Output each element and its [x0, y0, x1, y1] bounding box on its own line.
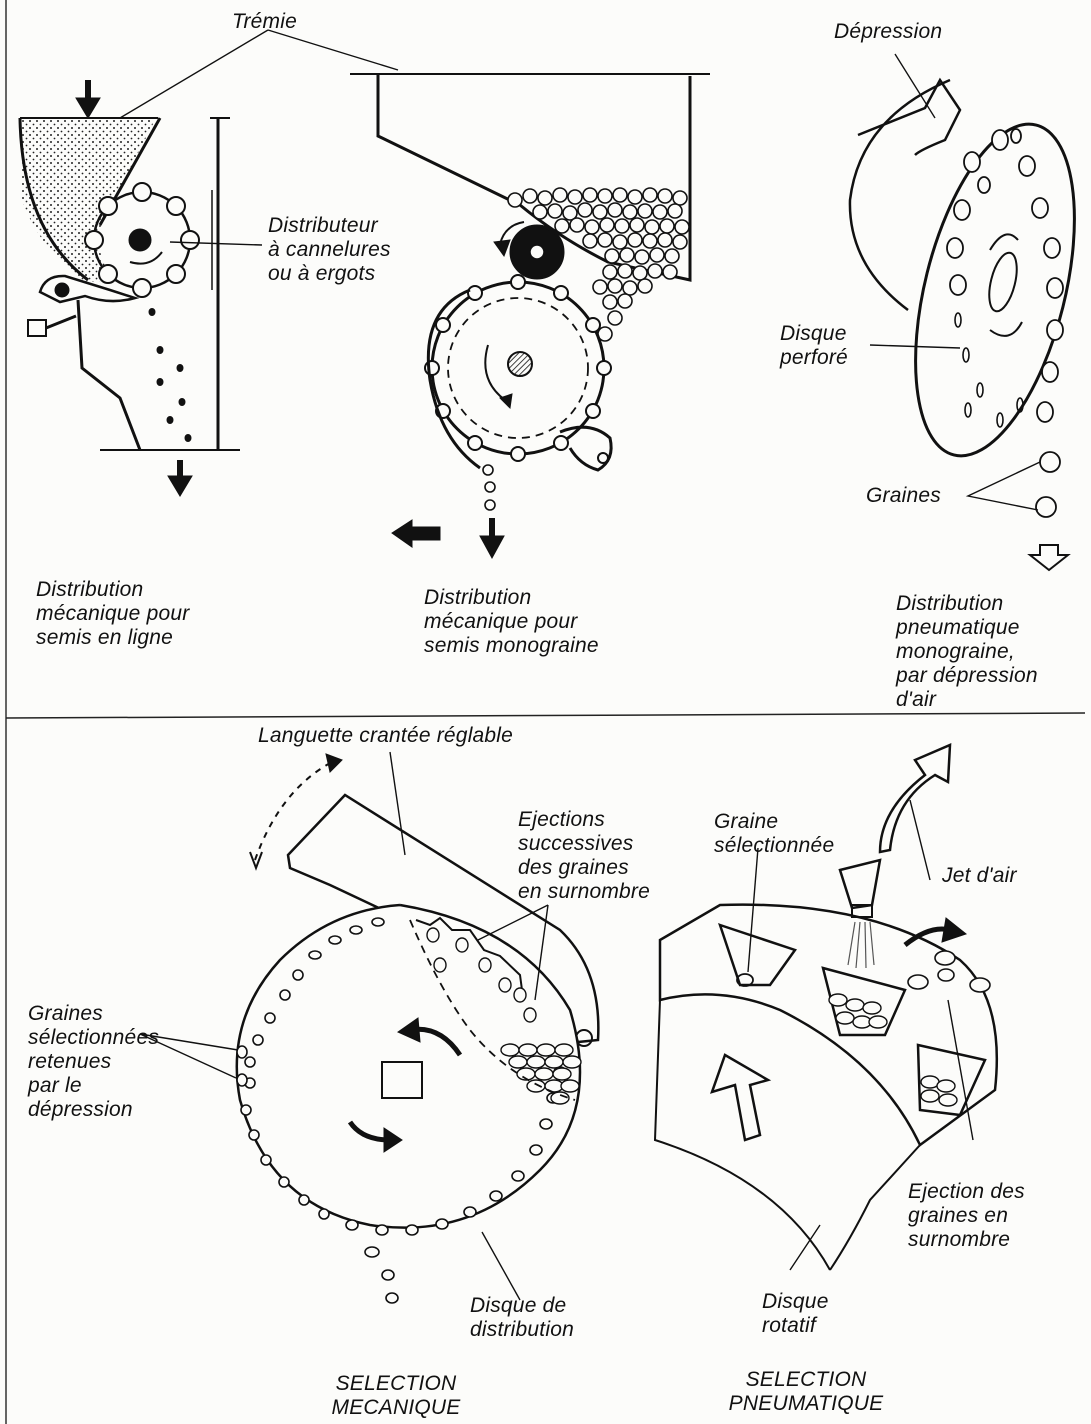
leaders-top: [120, 30, 398, 245]
label-graines: Graines: [866, 484, 941, 508]
label-tremie: Trémie: [232, 10, 297, 34]
label-selection-mecanique: SELECTION MECANIQUE: [326, 1372, 466, 1420]
label-ejections-successives: Ejections successives des graines en sur…: [518, 808, 650, 904]
label-disque-distribution: Disque de distribution: [470, 1294, 574, 1342]
label-distribution-ligne: Distribution mécanique pour semis en lig…: [36, 578, 189, 650]
label-disque-perfore: Disque perforé: [780, 322, 848, 370]
label-languette: Languette crantée réglable: [258, 724, 513, 748]
label-selection-pneumatique: SELECTION PNEUMATIQUE: [716, 1368, 896, 1416]
label-disque-rotatif: Disque rotatif: [762, 1290, 829, 1338]
label-jet-air: Jet d'air: [942, 864, 1017, 888]
label-graine-selectionnee: Graine sélectionnée: [714, 810, 834, 858]
panel-monograin: [350, 74, 710, 558]
label-graines-selectionnees: Graines sélectionnées retenues par le dé…: [28, 1002, 159, 1122]
label-depression: Dépression: [834, 20, 942, 44]
label-distribution-pneumatique: Distribution pneumatique monograine, par…: [896, 592, 1038, 712]
label-distribution-monograine: Distribution mécanique pour semis monogr…: [424, 586, 599, 658]
label-distributeur: Distributeur à cannelures ou à ergots: [268, 214, 391, 286]
panel-line-seeding: [20, 80, 240, 496]
label-ejection-graines: Ejection des graines en surnombre: [908, 1180, 1025, 1252]
section-divider: [6, 713, 1085, 718]
